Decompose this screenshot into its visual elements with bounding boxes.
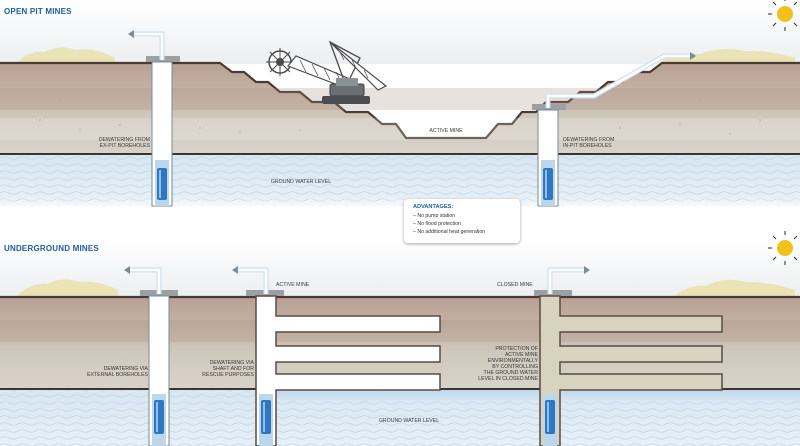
open-pit-title: OPEN PIT MINES <box>4 7 72 16</box>
grass-right <box>676 279 795 297</box>
open-pit-active-mine-label: ACTIVE MINE <box>429 128 463 134</box>
in-pit-borehole <box>532 52 696 207</box>
protection-label: PROTECTION OF ACTIVE MINE ENVIRONMENTALL… <box>478 346 538 382</box>
shaft-dewatering-label: DEWATERING VIA SHAFT AND FOR RESCUE PURP… <box>202 360 254 378</box>
open-pit-soil <box>0 63 800 154</box>
bucket-wheel-excavator <box>266 40 388 104</box>
advantage-item: – No additional heat generation <box>413 229 486 235</box>
sun-icon <box>768 231 798 265</box>
underground-section <box>0 231 800 446</box>
advantage-item: – No flood protection <box>413 221 461 227</box>
closed-mine-shaft <box>534 266 723 446</box>
underground-title: UNDERGROUND MINES <box>4 244 99 253</box>
outflow-arrow-icon <box>232 266 238 274</box>
ex-pit-borehole-label: DEWATERING FROM EX-PIT BOREHOLES <box>98 137 150 149</box>
underground-closed-mine-label: CLOSED MINE <box>497 282 533 288</box>
open-pit-section <box>0 0 800 212</box>
advantages-box: ADVANTAGES: – No pump station – No flood… <box>404 199 520 243</box>
sun-icon <box>768 0 798 31</box>
active-mine-shaft <box>232 266 441 446</box>
underground-active-mine-label: ACTIVE MINE <box>276 282 310 288</box>
external-borehole-label: DEWATERING VIA EXTERNAL BOREHOLES <box>87 366 148 378</box>
ex-pit-borehole <box>128 30 180 207</box>
grass-left <box>18 47 115 63</box>
pit-benches <box>0 61 800 140</box>
advantage-item: – No pump station <box>413 213 456 219</box>
advantages-title: ADVANTAGES: <box>413 204 454 210</box>
outflow-arrow-icon <box>690 52 696 60</box>
in-pit-borehole-label: DEWATERING FROM IN-PIT BOREHOLES <box>563 137 615 149</box>
outflow-arrow-icon <box>124 266 130 274</box>
underground-ground-water-label: GROUND WATER LEVEL <box>378 418 440 424</box>
open-pit-ground-water-label: GROUND WATER LEVEL <box>270 179 332 185</box>
grass-left <box>18 279 118 297</box>
external-borehole <box>124 266 178 446</box>
outflow-arrow-icon <box>128 30 134 38</box>
outflow-arrow-icon <box>584 266 590 274</box>
grass-right <box>660 49 795 63</box>
